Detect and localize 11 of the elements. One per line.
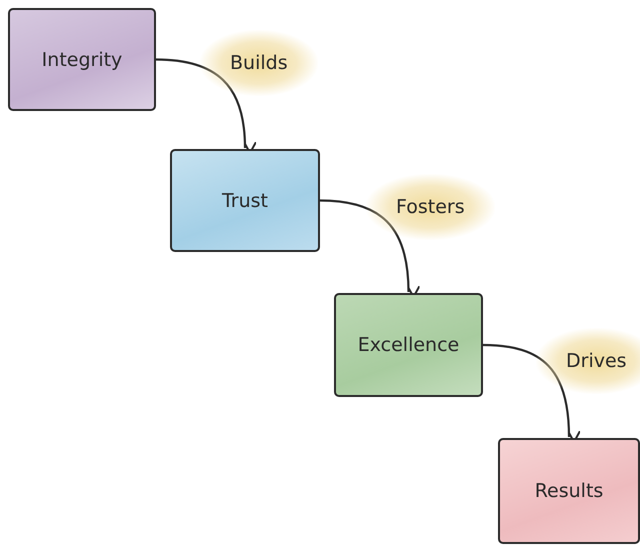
node-text: Results xyxy=(534,480,604,502)
edge-label: Drives xyxy=(536,328,640,394)
process-box xyxy=(334,293,483,397)
process-box xyxy=(8,8,156,111)
node-text: Trust xyxy=(222,190,268,212)
edge-label: Fosters xyxy=(366,174,495,240)
process-box xyxy=(170,149,320,252)
node-text: Integrity xyxy=(42,48,122,70)
process-box xyxy=(498,438,640,544)
node-text: Excellence xyxy=(358,334,460,356)
edge-label: Builds xyxy=(200,30,318,96)
